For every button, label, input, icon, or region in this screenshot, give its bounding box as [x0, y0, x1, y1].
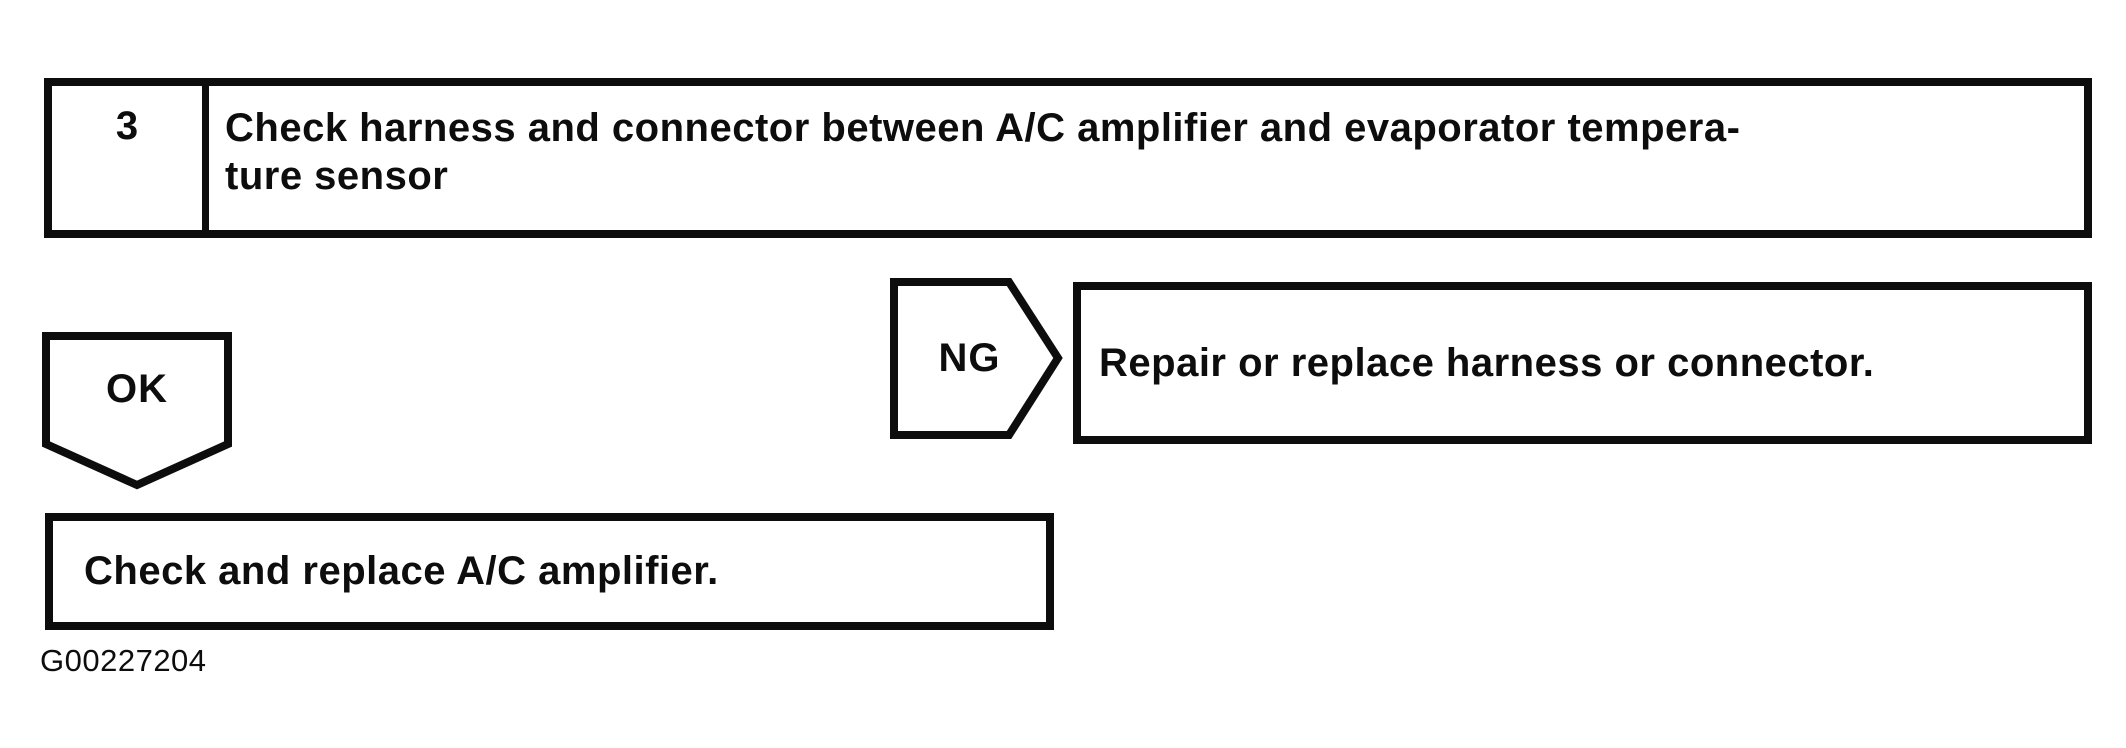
step-number: 3	[52, 86, 209, 230]
ng-connector: NG	[890, 278, 1063, 439]
step-description: Check harness and connector between A/C …	[209, 86, 2084, 230]
ng-connector-label: NG	[938, 336, 1001, 380]
ok-connector-label: OK	[106, 366, 168, 411]
ok-connector: OK	[42, 332, 232, 490]
figure-id-caption: G00227204	[40, 643, 207, 678]
ng-action-box: Repair or replace harness or connector.	[1073, 282, 2092, 444]
step-description-line2: ture sensor	[225, 154, 449, 198]
ok-action-box: Check and replace A/C amplifier.	[45, 513, 1054, 630]
arrow-down-pentagon-icon	[42, 332, 232, 490]
step-box: 3 Check harness and connector between A/…	[44, 78, 2092, 238]
step-description-line1: Check harness and connector between A/C …	[225, 106, 1741, 150]
arrow-right-pentagon-icon	[890, 278, 1063, 439]
ok-action-text: Check and replace A/C amplifier.	[84, 549, 719, 593]
ng-action-text: Repair or replace harness or connector.	[1099, 340, 1875, 385]
